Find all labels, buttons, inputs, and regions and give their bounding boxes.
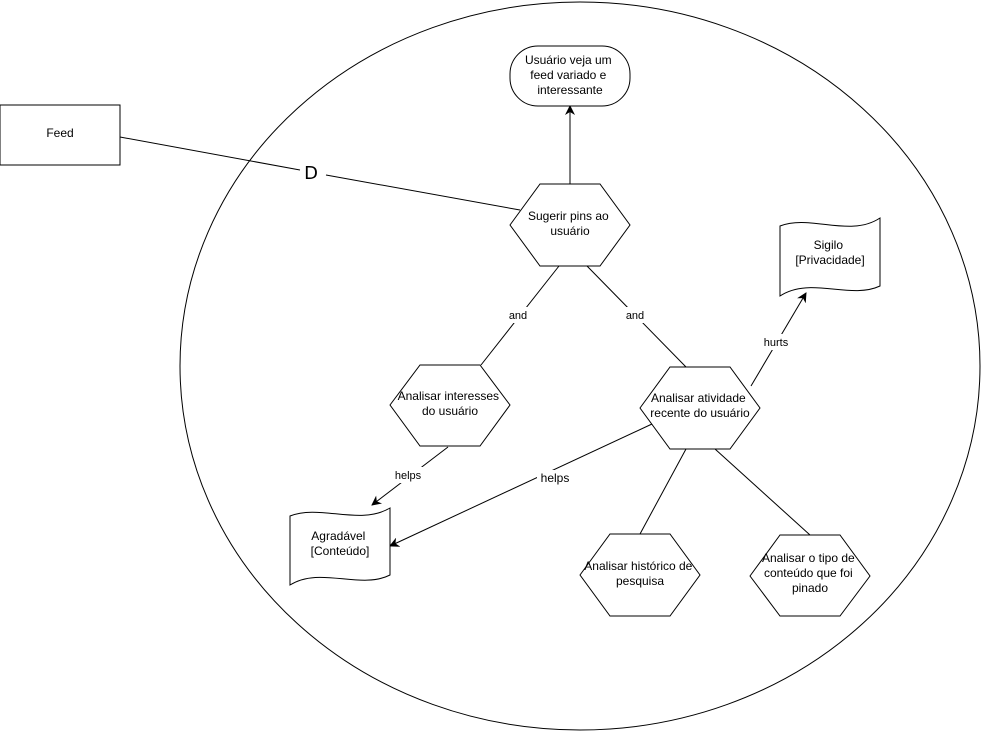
task-analisar-atividade[interactable] [639,366,761,450]
dependency-label: D [304,163,318,184]
task-analisar-tipo-conteudo-label: Analisar o tipo de conteúdo que foi pina… [762,551,858,595]
hurts-label: hurts [764,337,789,349]
quality-sigilo[interactable] [779,217,881,297]
helps-label-atividade: helps [541,471,570,485]
quality-agradavel-label: Agradável [Conteúdo] [311,529,370,558]
task-analisar-tipo-conteudo[interactable] [749,534,871,617]
task-analisar-atividade-label: Analisar atividade recente do usuário [650,391,750,420]
task-sugerir-pins-label: Sugerir pins ao usuário [528,209,612,238]
goal-feed-variado[interactable] [509,45,631,107]
actor-feed-box[interactable] [0,104,121,166]
task-analisar-historico-label: Analisar histórico de pesquisa [584,559,695,588]
task-analisar-interesses[interactable] [389,364,511,447]
and-label-left: and [509,310,527,322]
and-label-right: and [626,310,644,322]
refinement-link-tipo [714,448,811,536]
task-analisar-interesses-label: Analisar interesses do usuário [398,389,503,418]
dependency-link-left [119,136,301,171]
helps-label-interesses: helps [395,470,422,482]
quality-sigilo-label: Sigilo [Privacidade] [795,238,864,267]
goal-feed-variado-label: Usuário veja um feed variado e interessa… [525,53,615,97]
task-analisar-historico[interactable] [579,533,701,617]
actor-boundary [179,1,981,731]
quality-agradavel[interactable] [289,507,391,586]
refinement-link-historico [639,448,687,535]
helps-link-atividade [389,423,653,547]
task-sugerir-pins[interactable] [509,183,631,267]
dependency-link-right [325,174,521,211]
actor-feed-label: Feed [46,126,73,140]
